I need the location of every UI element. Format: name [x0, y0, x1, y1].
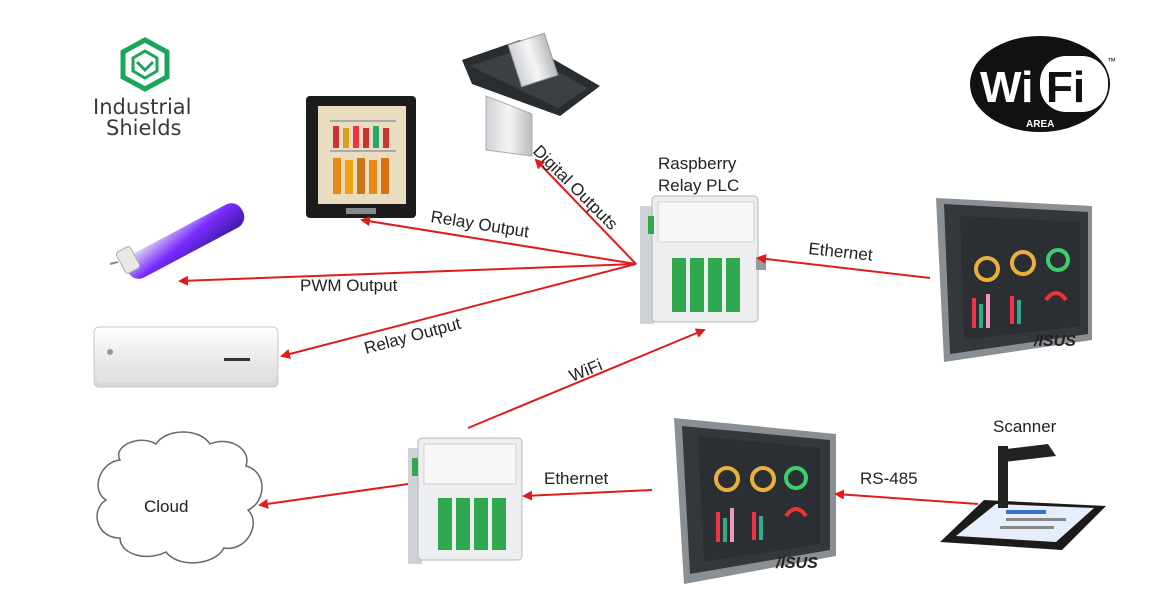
label-ethernet-bottom: Ethernet [544, 469, 609, 488]
arrow-rs485 [834, 489, 979, 505]
wifi-logo-right: Fi [1046, 63, 1085, 112]
asus-brand-bottom: /ISUS [775, 555, 818, 572]
arrow-wifi [467, 328, 706, 429]
arrow-cloud [258, 483, 409, 509]
arrow-ethernet-top [756, 253, 931, 279]
connections [178, 158, 979, 509]
logo-mark-icon [131, 49, 159, 80]
logo-hexagon-icon [120, 37, 170, 92]
arrow-digital-outputs [534, 158, 637, 265]
label-ethernet-top: Ethernet [808, 239, 874, 265]
arrow-pwm-output [178, 263, 637, 286]
document-scanner: Scanner [940, 417, 1106, 550]
uv-light-tube [109, 203, 245, 279]
cloud-icon [96, 431, 263, 564]
arrow-ethernet-bottom [522, 489, 653, 501]
secondary-plc [408, 437, 523, 564]
label-relay-output-bottom: Relay Output [362, 314, 463, 358]
label-pwm-output: PWM Output [300, 276, 398, 295]
label-wifi: WiFi [566, 355, 605, 385]
label-rs485: RS-485 [860, 469, 918, 488]
minibar-fridge [306, 96, 416, 218]
water-faucet [462, 32, 600, 157]
cloud-label: Cloud [144, 497, 188, 516]
label-digital-outputs: Digital Outputs [529, 141, 621, 233]
label-relay-output-top: Relay Output [429, 207, 530, 241]
wifi-logo-tm: ™ [1107, 56, 1116, 66]
brand-line2: Shields [106, 116, 182, 140]
wifi-logo-area: AREA [1026, 119, 1054, 130]
brand-line1: Industrial [93, 95, 192, 119]
wifi-logo-left: Wi [980, 63, 1033, 112]
industrial-shields-logo: Industrial Shields [93, 37, 192, 140]
asus-brand-top: /ISUS [1033, 333, 1076, 350]
arrow-relay-output-bottom [280, 263, 637, 359]
plc-label-line2: Relay PLC [658, 176, 739, 195]
asus-panel-top: /ISUS [936, 198, 1092, 362]
asus-panel-bottom: /ISUS [674, 418, 836, 584]
wifi-area-logo: Wi Fi ™ AREA [970, 36, 1116, 132]
scanner-label: Scanner [993, 417, 1057, 436]
arrow-relay-output-top [360, 216, 637, 265]
plc-label-line1: Raspberry [658, 154, 737, 173]
cloud-node: Cloud [96, 431, 263, 564]
raspberry-relay-plc [640, 195, 766, 324]
air-conditioner [93, 326, 279, 388]
